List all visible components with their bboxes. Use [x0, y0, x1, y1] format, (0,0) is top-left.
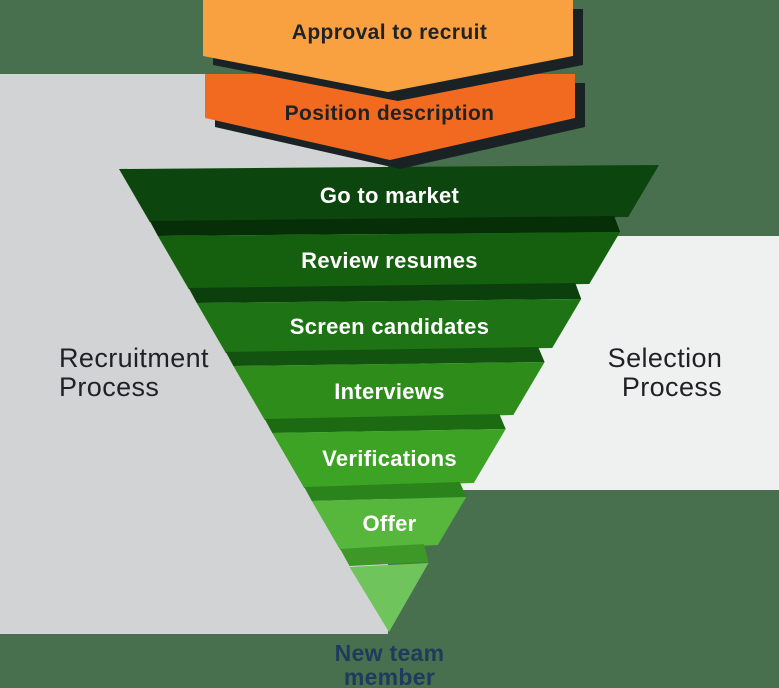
funnel-layer [233, 362, 545, 420]
funnel-gap-strip [304, 482, 467, 501]
banner-approval-to-recruit [203, 0, 573, 92]
funnel-gap-strip [225, 347, 545, 366]
funnel-layer [196, 299, 582, 353]
funnel-layer [157, 232, 621, 289]
funnel-gap-strip [188, 283, 582, 303]
funnel-layer [272, 429, 506, 488]
funnel-gap-strip [264, 414, 506, 433]
funnel-gap-strip [149, 216, 621, 236]
funnel-layer [119, 165, 659, 222]
funnel-tip [349, 563, 429, 632]
funnel-gap-strip [340, 544, 429, 566]
banner-position-description [205, 74, 575, 160]
funnel-layer [311, 497, 467, 550]
